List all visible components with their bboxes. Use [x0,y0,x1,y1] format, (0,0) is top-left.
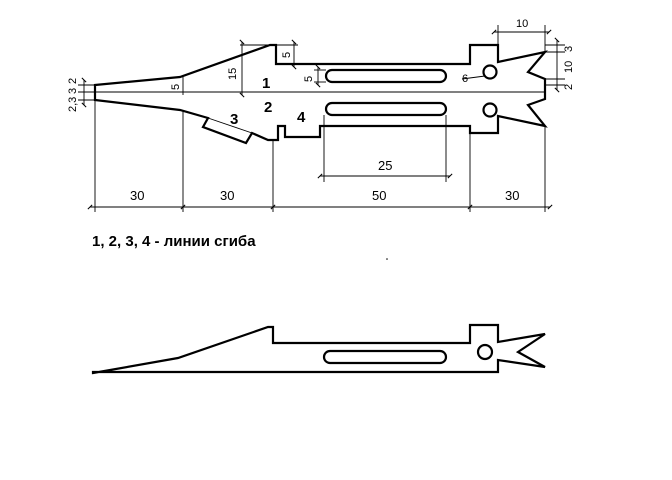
dim-left-2-top: 2 [67,78,79,84]
flat-pattern-outline [93,43,548,145]
folded-part-hole [476,343,494,361]
bend-number-1: 1 [262,75,270,92]
bend-lines-caption: 1, 2, 3, 4 - линии сгиба [92,233,256,250]
folded-part-slot [322,349,448,365]
dim-bottom-1: 30 [130,188,144,203]
stray-dot [386,258,388,260]
dim-left-3: 3 [67,88,79,94]
bend-number-4: 4 [297,109,306,126]
folded-part [91,323,546,375]
dimension-lines [78,25,565,212]
bend-number-3: 3 [230,111,238,128]
dim-left-2-3: 2,3 [67,97,79,112]
bend-number-2: 2 [264,99,272,116]
dim-hole-6: 6 [462,73,468,85]
slot-lower [324,101,448,117]
dim-right-2: 2 [563,84,575,90]
dim-slot-length: 25 [378,158,392,173]
dim-15: 15 [227,68,239,80]
bend-numbers: 1 2 3 4 [230,75,306,128]
dim-5-step: 5 [281,52,293,58]
dim-right-10: 10 [563,61,575,73]
dimension-texts: 30 30 50 30 25 10 3 10 2 2 3 2,3 15 5 5 … [67,18,575,203]
dim-bottom-2: 30 [220,188,234,203]
dim-bottom-4: 30 [505,188,519,203]
dim-bottom-3: 50 [372,188,386,203]
folded-part-outline [91,323,546,375]
slot-upper [324,68,448,84]
flat-pattern [93,43,548,145]
dim-jaw-width: 10 [516,18,528,30]
dim-5-ramp: 5 [170,84,182,90]
dim-right-3: 3 [563,46,575,52]
bend-line-3 [207,117,253,134]
hole-lower [482,102,498,118]
hole-upper [482,64,498,80]
dim-5-slot: 5 [303,76,315,82]
